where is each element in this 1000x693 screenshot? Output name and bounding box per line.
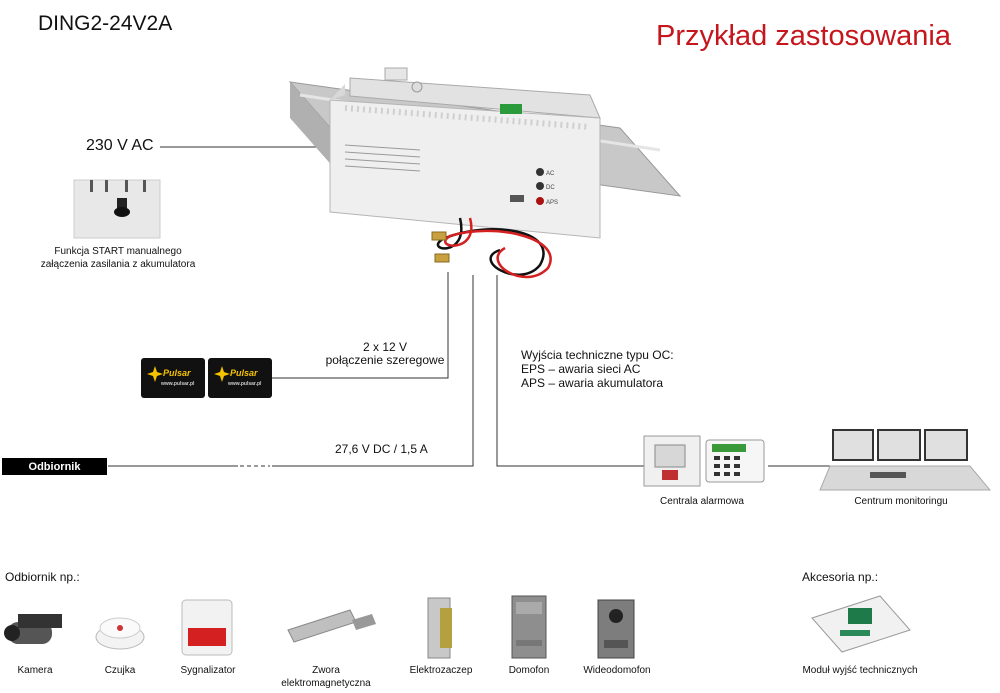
battery-cables bbox=[431, 217, 552, 279]
pulsar-star-icon bbox=[214, 366, 230, 382]
pulsar-star-icon bbox=[147, 366, 163, 382]
start-caption-line1: Funkcja START manualnego bbox=[54, 246, 182, 257]
led-label-ac: AC bbox=[546, 171, 555, 177]
battery-1: Pulsar www.pulsar.pl bbox=[141, 358, 205, 398]
oc-output-eps: EPS – awaria sieci AC bbox=[521, 362, 641, 376]
receiver-item-detector: Czujka bbox=[104, 665, 136, 676]
detector-icon bbox=[95, 617, 145, 650]
maglock-icon bbox=[287, 609, 376, 643]
oc-line bbox=[496, 275, 644, 467]
model-title: DING2-24V2A bbox=[38, 12, 173, 35]
receiver-item-intercom: Domofon bbox=[508, 665, 550, 676]
accessory-item-module: Moduł wyjść technicznych bbox=[802, 665, 918, 676]
dc-output-label: 27,6 V DC / 1,5 A bbox=[335, 442, 428, 456]
receiver-item-camera: Kamera bbox=[17, 665, 53, 676]
camera-icon bbox=[4, 614, 62, 644]
receiver-item-maglock: Zwora bbox=[312, 665, 340, 676]
videophone-icon bbox=[597, 599, 635, 659]
receiver-item-siren: Sygnalizator bbox=[180, 665, 236, 676]
siren-icon bbox=[181, 599, 233, 656]
battery-2: Pulsar www.pulsar.pl bbox=[208, 358, 272, 398]
output-module-icon bbox=[811, 595, 911, 653]
receiver-item-videophone: Wideodomofon bbox=[583, 665, 651, 676]
alarm-panel-photo bbox=[643, 435, 765, 487]
dc-line-2 bbox=[272, 275, 474, 467]
battery-web: www.pulsar.pl bbox=[161, 381, 195, 387]
oc-output-heading: Wyjścia techniczne typu OC: bbox=[521, 348, 674, 362]
accessories-heading: Akcesoria np.: bbox=[802, 570, 879, 584]
receiver-badge: Odbiornik bbox=[2, 458, 107, 475]
start-caption-line2: załączenia zasilania z akumulatora bbox=[40, 259, 196, 270]
battery-label-line1: 2 x 12 V bbox=[362, 340, 408, 354]
intercom-icon bbox=[511, 595, 547, 659]
battery-brand: Pulsar bbox=[230, 368, 258, 378]
battery-label-line2: połączenie szeregowe bbox=[325, 353, 445, 367]
oc-output-aps: APS – awaria akumulatora bbox=[521, 376, 664, 390]
receivers-heading: Odbiornik np.: bbox=[5, 570, 80, 584]
receiver-item-strike: Elektrozaczep bbox=[409, 665, 473, 676]
receiver-item-maglock-line2: elektromagnetyczna bbox=[281, 678, 371, 689]
battery-line bbox=[272, 272, 449, 379]
ac-input-label: 230 V AC bbox=[86, 137, 154, 154]
psu-module: AC DC APS bbox=[329, 67, 601, 239]
alarm-panel-label: Centrala alarmowa bbox=[660, 496, 744, 507]
led-label-dc: DC bbox=[546, 185, 555, 191]
battery-brand: Pulsar bbox=[163, 368, 191, 378]
page-subtitle: Przykład zastosowania bbox=[656, 20, 951, 52]
terminal-green bbox=[500, 104, 522, 114]
monitoring-desk-photo bbox=[819, 429, 992, 491]
monitoring-label: Centrum monitoringu bbox=[854, 496, 948, 507]
start-switch-photo bbox=[73, 179, 161, 239]
led-label-aps: APS bbox=[546, 200, 558, 206]
strike-icon bbox=[427, 597, 452, 659]
battery-web: www.pulsar.pl bbox=[228, 381, 262, 387]
